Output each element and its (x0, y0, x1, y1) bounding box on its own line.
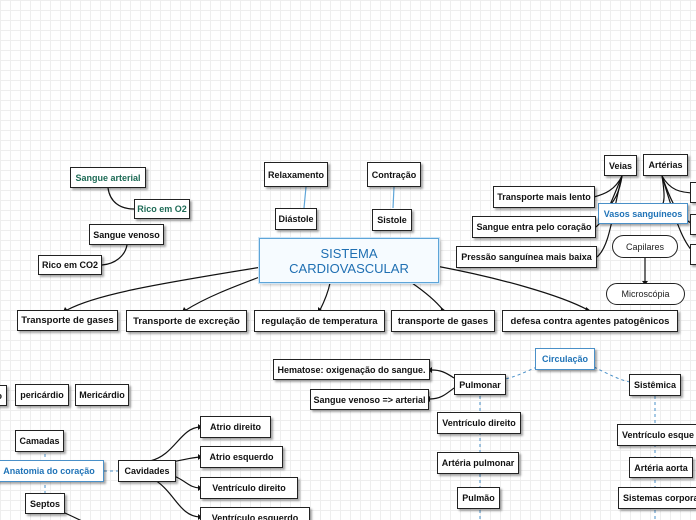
node-sangue-arterial[interactable]: Sangue arterial (70, 167, 146, 188)
node-pulmonar[interactable]: Pulmonar (454, 374, 506, 395)
node-transporte-excrecao[interactable]: Transporte de excreção (126, 310, 247, 332)
node-camadas[interactable]: Camadas (15, 430, 64, 452)
node-veias[interactable]: Veias (604, 155, 637, 176)
node-sistole[interactable]: Sistole (372, 209, 412, 231)
node-regulacao-temperatura[interactable]: regulação de temperatura (254, 310, 385, 332)
node-microscopia[interactable]: Microscópia (606, 283, 685, 305)
node-septos[interactable]: Septos (25, 493, 65, 514)
node-atrio-direito[interactable]: Atrio direito (200, 416, 271, 438)
node-ventriculo-direito[interactable]: Ventrículo direito (437, 412, 521, 434)
node-sistemas-corporais[interactable]: Sistemas corpora (618, 487, 696, 509)
node-ventriculo-esquerdo-cav[interactable]: Ventrículo esquerdo (200, 507, 310, 520)
node-sistemica[interactable]: Sistêmica (629, 374, 681, 396)
node-arteria-item-2[interactable] (690, 214, 696, 235)
node-transporte-lento[interactable]: Transporte mais lento (493, 186, 595, 208)
node-arteria-item-1[interactable] (690, 182, 696, 203)
node-ventriculo-esquerdo-circ[interactable]: Ventrículo esque (617, 424, 696, 446)
node-transporte-gases[interactable]: Transporte de gases (17, 310, 118, 331)
node-atrio-esquerdo[interactable]: Atrio esquerdo (200, 446, 283, 468)
node-sangue-coracao[interactable]: Sangue entra pelo coração (472, 216, 596, 238)
node-contracao[interactable]: Contração (367, 162, 421, 187)
node-sangue-venoso[interactable]: Sangue venoso (89, 224, 164, 245)
node-pericardio[interactable]: pericárdio (15, 384, 69, 406)
node-arteria-item-3[interactable] (690, 244, 696, 265)
node-arteria-pulmonar[interactable]: Artéria pulmonar (437, 452, 519, 474)
node-rico-co2[interactable]: Rico em CO2 (38, 255, 102, 275)
node-diastole[interactable]: Diástole (275, 208, 317, 230)
node-transporte-gases-2[interactable]: transporte de gases (391, 310, 495, 332)
node-capilares[interactable]: Capilares (612, 235, 678, 258)
node-miocardio[interactable]: Mericárdio (75, 384, 129, 406)
node-endocardio[interactable]: o (0, 385, 7, 406)
node-pressao[interactable]: Pressão sanguínea mais baixa (456, 246, 597, 268)
node-circulacao[interactable]: Circulação (535, 348, 595, 370)
node-arteria-aorta[interactable]: Artéria aorta (629, 457, 693, 478)
node-pulmao[interactable]: Pulmão (457, 487, 500, 509)
node-cavidades[interactable]: Cavidades (118, 460, 176, 482)
node-ventriculo-direito-cav[interactable]: Ventrículo direito (200, 477, 298, 499)
node-arterias[interactable]: Artérias (643, 154, 688, 176)
central-topic[interactable]: SISTEMA CARDIOVASCULAR (259, 238, 439, 283)
node-anatomia-coracao[interactable]: Anatomia do coração (0, 460, 104, 482)
node-relaxamento[interactable]: Relaxamento (264, 162, 328, 187)
node-vasos-sanguineos[interactable]: Vasos sanguíneos (598, 203, 688, 224)
node-rico-o2[interactable]: Rico em O2 (134, 199, 190, 219)
node-defesa-patogenicos[interactable]: defesa contra agentes patogênicos (502, 310, 678, 332)
node-venoso-arterial[interactable]: Sangue venoso => arterial (310, 389, 429, 410)
node-hematose[interactable]: Hematose: oxigenação do sangue. (273, 359, 430, 380)
